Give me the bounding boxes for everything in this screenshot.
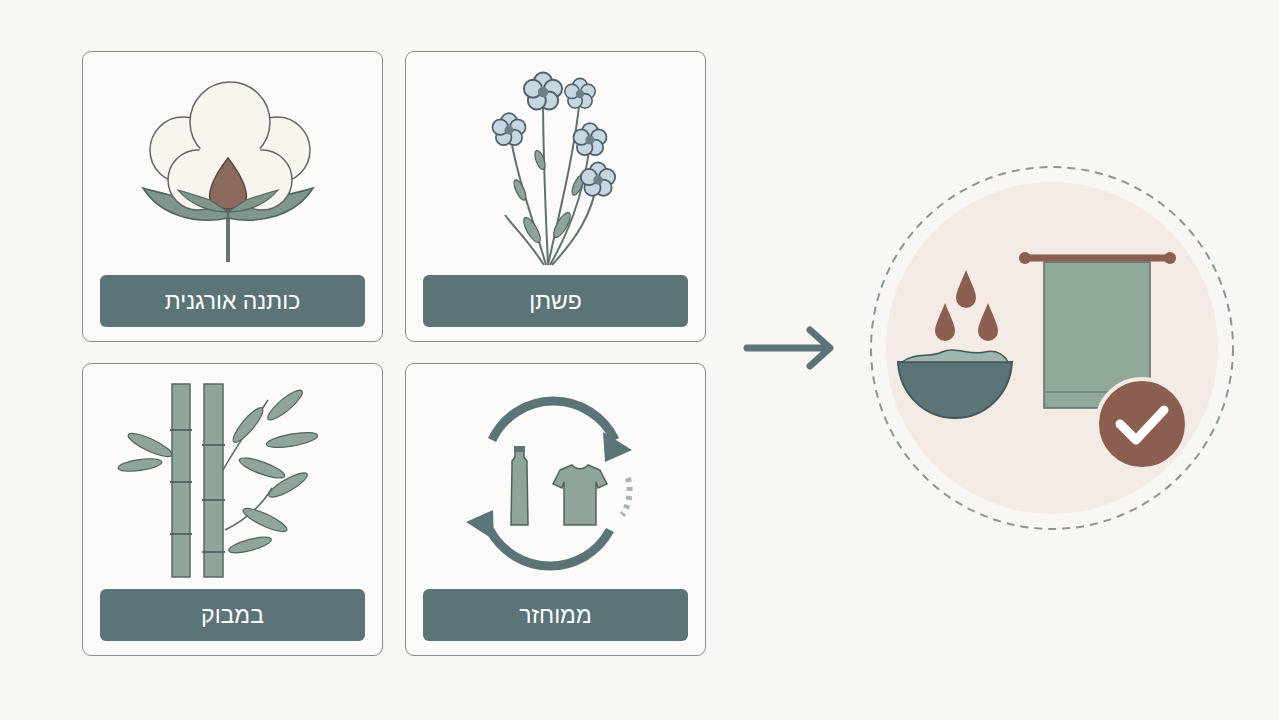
label-bar: כותנה אורגנית <box>100 275 365 327</box>
material-card: במבוק <box>82 363 383 656</box>
label-bar: ממוחזר <box>423 589 688 641</box>
material-card: כותנה אורגנית <box>82 51 383 342</box>
flax-icon <box>492 73 615 266</box>
material-label: ממוחזר <box>519 602 591 629</box>
label-bar: במבוק <box>100 589 365 641</box>
card-ground <box>82 51 706 656</box>
label-bar: פשתן <box>423 275 688 327</box>
material-label: במבוק <box>201 602 264 629</box>
bamboo-icon <box>117 384 318 577</box>
flow-arrow <box>747 330 830 366</box>
material-label: כותנה אורגנית <box>165 288 301 315</box>
cotton-icon <box>143 82 313 262</box>
material-card: פשתן <box>405 51 706 342</box>
recycle-icon <box>466 401 632 566</box>
material-card: ממוחזר <box>405 363 706 656</box>
material-label: פשתן <box>529 288 582 315</box>
care-result-icon <box>871 167 1233 529</box>
